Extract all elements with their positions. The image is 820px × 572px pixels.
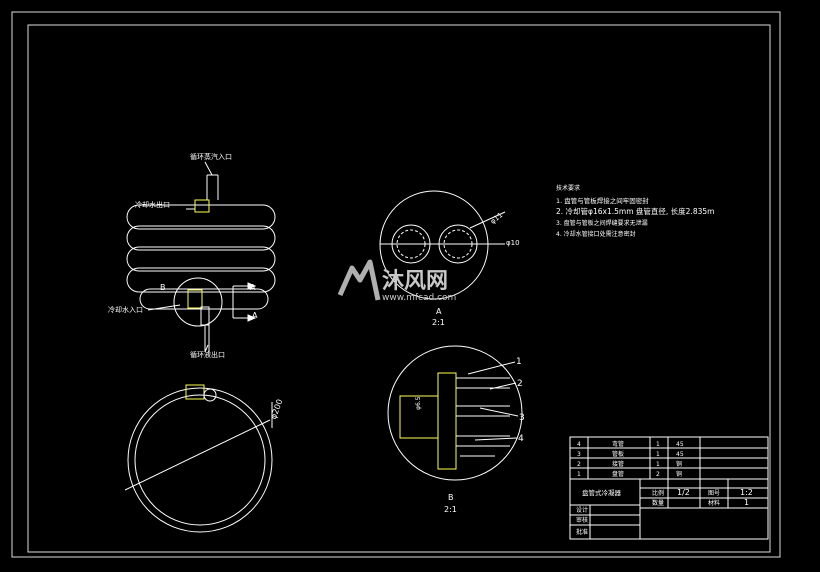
callout-3: 3	[519, 413, 525, 423]
part-material: 45	[676, 441, 684, 448]
notes-item-2: 2. 冷却管φ16x1.5mm 盘管直径, 长度2.835m	[556, 206, 714, 216]
watermark-brand: 沐风网	[382, 269, 448, 294]
ratio-label: 比例	[652, 489, 664, 497]
part-name: 接管	[612, 460, 624, 468]
count-value: 1	[744, 498, 749, 507]
notes-item-3: 3. 盘管与管板之间焊缝要求无泄漏	[556, 219, 648, 227]
section-a-view	[379, 190, 506, 300]
part-material: 45	[676, 451, 684, 458]
view-b-title: B	[448, 493, 454, 502]
watermark-url: www.mfcad.com	[382, 293, 456, 303]
part-qty: 1	[656, 451, 660, 458]
designer-label: 设计	[576, 506, 588, 514]
part-no: 3	[577, 451, 581, 458]
part-no: 1	[577, 471, 581, 478]
watermark-logo-icon	[337, 259, 381, 301]
sheet-label: 数量	[652, 499, 664, 507]
part-material: 铜	[676, 460, 682, 468]
scale-label: 图号	[708, 490, 720, 497]
label-dim-6-5: φ6.5	[415, 396, 422, 410]
view-a-title: A	[436, 307, 442, 316]
part-name: 盘管	[612, 470, 624, 478]
callout-4: 4	[518, 434, 524, 444]
label-diameter-10: φ10	[506, 239, 520, 247]
label-a-arrow-2: A	[252, 311, 258, 320]
label-condensate-outlet: 循环液出口	[190, 350, 225, 359]
approver-label: 批准	[576, 528, 588, 536]
view-b-scale: 2:1	[444, 505, 457, 514]
label-a-arrow-1: A	[250, 283, 256, 292]
checker-label: 审核	[576, 516, 588, 524]
part-material: 铜	[676, 470, 682, 478]
part-name: 弯管	[612, 440, 624, 448]
inner-frame	[27, 24, 771, 553]
ratio-value: 1/2	[677, 488, 690, 497]
scale-value: 1:2	[740, 488, 753, 497]
part-qty: 2	[656, 471, 660, 478]
callout-2: 2	[517, 379, 523, 389]
part-qty: 1	[656, 441, 660, 448]
label-cooling-water-outlet: 冷却水出口	[135, 200, 170, 209]
detail-b-view	[387, 345, 523, 481]
count-label: 材料	[708, 499, 720, 507]
coil-top-view	[124, 384, 273, 533]
callout-1: 1	[516, 357, 522, 367]
part-no: 4	[577, 441, 581, 448]
notes-item-1: 1. 盘管与管板焊接之间牢固密封	[556, 196, 649, 205]
drawing-name: 盘管式冷凝器	[582, 488, 622, 497]
label-diameter-200: φ200	[269, 398, 284, 420]
notes-item-4: 4. 冷却水管接口处需注意密封	[556, 230, 636, 238]
watermark: 沐风网 www.mfcad.com	[337, 259, 456, 303]
label-cooling-water-inlet: 冷却水入口	[108, 305, 143, 314]
title-block-grid	[569, 436, 769, 540]
part-qty: 1	[656, 461, 660, 468]
part-name: 管板	[612, 450, 624, 458]
outer-frame	[11, 11, 781, 558]
label-steam-inlet: 循环蒸汽入口	[190, 152, 232, 161]
view-a-scale: 2:1	[432, 318, 445, 327]
label-b-marker: B	[160, 283, 166, 292]
notes-title: 技术要求	[556, 184, 580, 192]
parts-list: 4 弯管 1 45 3 管板 1 45 2 接管 1 铜 1 盘管 2 铜	[577, 440, 684, 478]
coil-side-view	[126, 161, 276, 353]
part-no: 2	[577, 461, 581, 468]
